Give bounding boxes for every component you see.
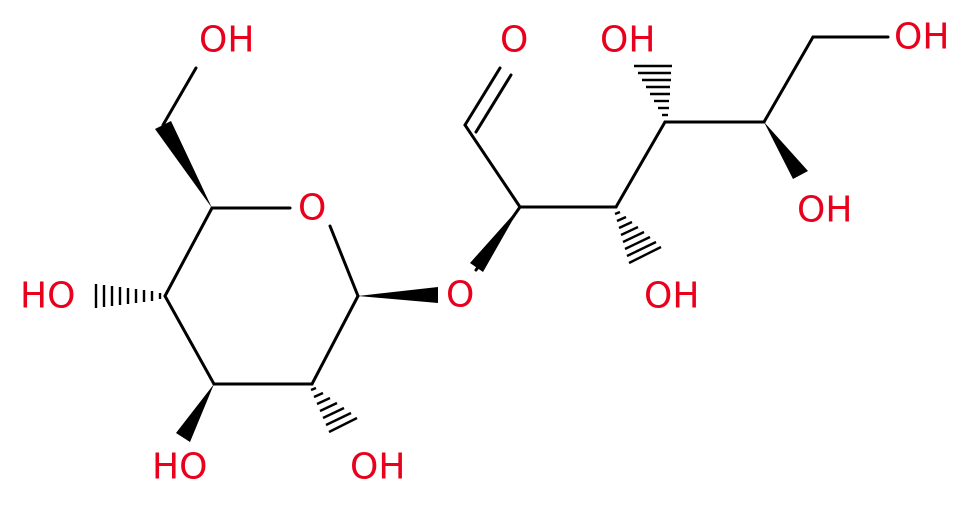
hash-wedge-c4-oh [94,284,162,308]
wedge-bonds [155,121,808,442]
single-bonds [161,35,890,386]
label-ring-oxygen: O [298,188,326,229]
wedge-c5-ch2 [155,121,212,208]
label-glycosidic-oxygen: O [446,275,474,316]
atom-labels: OH O HO HO OH O O OH OH OH OH [20,17,949,488]
label-oh-hydroxymethyl: OH [199,20,254,61]
label-aldehyde-oxygen: O [500,20,528,61]
label-oh-chain-c6: OH [894,17,949,58]
wedge-chain-c2-o [470,207,520,272]
bond-chain-c3-c4 [614,120,667,209]
label-oh-chain-c3: OH [644,276,699,317]
bond-c3-c4 [163,294,216,386]
label-ho-c3: HO [152,447,207,488]
bond-ring-o-c1 [328,224,360,298]
bond-chain-c5-c6 [762,35,815,124]
wedge-chain-c5-oh [764,122,808,179]
double-bond-aldehyde [463,66,513,134]
bond-c1-c2 [310,294,360,386]
label-oh-chain-c5: OH [797,190,852,231]
label-oh-c2: OH [350,447,405,488]
hash-wedge-chain-c4-oh [634,64,672,117]
label-oh-chain-c4: OH [600,20,655,61]
bond-ch2-oh [161,66,198,127]
label-ho-c4: HO [20,276,75,317]
bond-c4-c5 [163,206,214,298]
hash-wedge-chain-c3-oh [614,210,662,265]
bond-chain-c2-c1 [463,123,522,209]
wedge-c3-oh [176,384,214,442]
hash-wedge-c2-oh [310,386,358,434]
wedge-c1-glycosidic-o [358,287,438,303]
